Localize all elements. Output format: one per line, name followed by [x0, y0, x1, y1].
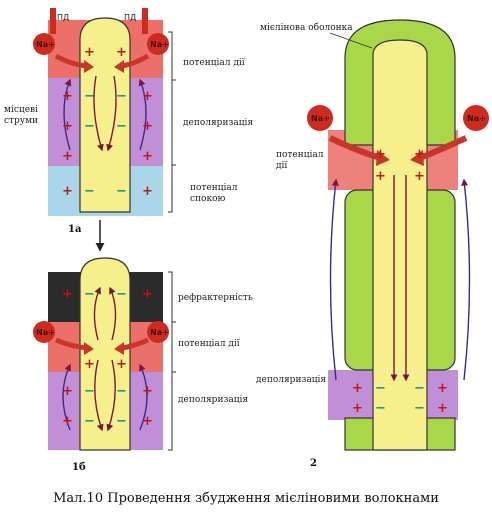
- pd-label-right: ПД: [124, 13, 136, 22]
- svg-text:−: −: [84, 287, 95, 302]
- svg-text:+: +: [62, 414, 73, 429]
- svg-text:+: +: [142, 149, 153, 164]
- influx-arrow: [121, 53, 150, 69]
- svg-text:+: +: [142, 184, 153, 199]
- svg-text:+: +: [62, 384, 73, 399]
- influx-arrow: [121, 337, 149, 351]
- svg-text:+: +: [62, 149, 73, 164]
- label-myelin-sheath: мієлінова оболонка: [260, 22, 353, 33]
- figure-1a: ПД ПД Na+ Na+ + + + + − − + + − − + + + + − − по…: [4, 8, 253, 235]
- svg-text:−: −: [116, 119, 127, 134]
- svg-text:−: −: [375, 401, 386, 416]
- svg-text:+: +: [437, 401, 448, 416]
- svg-text:+: +: [352, 381, 363, 396]
- svg-text:+: +: [116, 357, 127, 372]
- svg-text:+: +: [414, 169, 425, 184]
- na-ion-label: Na+: [467, 114, 486, 123]
- figure-id-2: 2: [310, 458, 317, 469]
- influx-arrow: [328, 135, 381, 161]
- svg-text:−: −: [84, 184, 95, 199]
- svg-text:+: +: [84, 357, 95, 372]
- svg-text:+: +: [62, 119, 73, 134]
- na-ion-label: Na+: [150, 328, 169, 337]
- svg-text:+: +: [62, 184, 73, 199]
- label-refractoriness: рефрактерність: [178, 293, 253, 303]
- svg-text:+: +: [142, 119, 153, 134]
- local-current: [109, 286, 117, 341]
- svg-text:+: +: [142, 89, 153, 104]
- svg-text:+: +: [116, 45, 127, 60]
- na-ion-icon: [463, 105, 489, 131]
- svg-text:+: +: [142, 287, 153, 302]
- svg-text:+: +: [437, 381, 448, 396]
- figure-id-1b: 1б: [72, 462, 86, 473]
- svg-text:−: −: [414, 381, 425, 396]
- svg-text:−: −: [84, 414, 95, 429]
- na-ion-label: Na+: [150, 40, 169, 49]
- na-ion-icon: [307, 105, 333, 131]
- svg-text:+: +: [352, 401, 363, 416]
- na-ion-icon: [147, 33, 169, 55]
- na-ion-label: Na+: [36, 40, 55, 49]
- svg-text:+: +: [142, 414, 153, 429]
- na-ion-icon: [147, 321, 169, 343]
- svg-text:−: −: [375, 381, 386, 396]
- local-current: [93, 75, 104, 152]
- figure-2: Na+ Na+ + + + + + + − − + + − − мієлінова обол…: [256, 19, 489, 469]
- figure-id-1a: 1а: [68, 224, 82, 235]
- svg-text:−: −: [84, 89, 95, 104]
- local-current: [329, 178, 339, 381]
- label-depolarization-2: деполяризація: [256, 375, 326, 385]
- label-action-potential: потенціал дії: [178, 339, 240, 349]
- charges: + + − − + + + + − − + + − −: [62, 287, 153, 429]
- svg-text:+: +: [375, 169, 386, 184]
- svg-text:−: −: [116, 184, 127, 199]
- local-current: [62, 363, 71, 431]
- figure-1b: Na+ Na+ + + − − + + + + − − + + − − рефрактерні…: [33, 257, 253, 473]
- local-current: [94, 359, 104, 432]
- svg-text:−: −: [116, 414, 127, 429]
- label-depolarization: деполяризація: [178, 395, 248, 405]
- label-action-potential: потенціал дії: [183, 58, 245, 68]
- svg-text:−: −: [84, 119, 95, 134]
- svg-text:−: −: [414, 401, 425, 416]
- local-current: [139, 363, 148, 431]
- svg-text:−: −: [84, 384, 95, 399]
- svg-text:+: +: [414, 147, 425, 162]
- svg-text:+: +: [62, 89, 73, 104]
- local-current: [106, 75, 117, 152]
- charges: + + + + − − + + − − + + + + − −: [62, 45, 153, 199]
- local-current: [138, 78, 147, 151]
- svg-text:+: +: [142, 384, 153, 399]
- charges: + + + + + + − − + + − −: [352, 147, 448, 416]
- na-ion-icon: [33, 33, 55, 55]
- svg-text:+: +: [375, 147, 386, 162]
- na-ion-icon: [33, 321, 55, 343]
- svg-text:−: −: [116, 384, 127, 399]
- svg-text:−: −: [116, 287, 127, 302]
- svg-text:+: +: [62, 287, 73, 302]
- pd-label-left: ПД: [57, 13, 69, 22]
- na-ion-label: Na+: [311, 114, 330, 123]
- local-current: [63, 78, 72, 151]
- figure-caption: Мал.10 Проведення збудження мієліновими …: [53, 491, 439, 506]
- na-ion-label: Na+: [36, 328, 55, 337]
- local-current: [93, 286, 101, 341]
- svg-text:−: −: [116, 89, 127, 104]
- local-current: [106, 359, 116, 432]
- influx-arrow: [55, 337, 87, 351]
- label-depolarization: деполяризація: [183, 118, 253, 128]
- axon: [79, 257, 131, 451]
- influx-arrow: [54, 53, 87, 69]
- local-current: [461, 178, 471, 381]
- svg-text:+: +: [84, 45, 95, 60]
- axon: [372, 39, 428, 451]
